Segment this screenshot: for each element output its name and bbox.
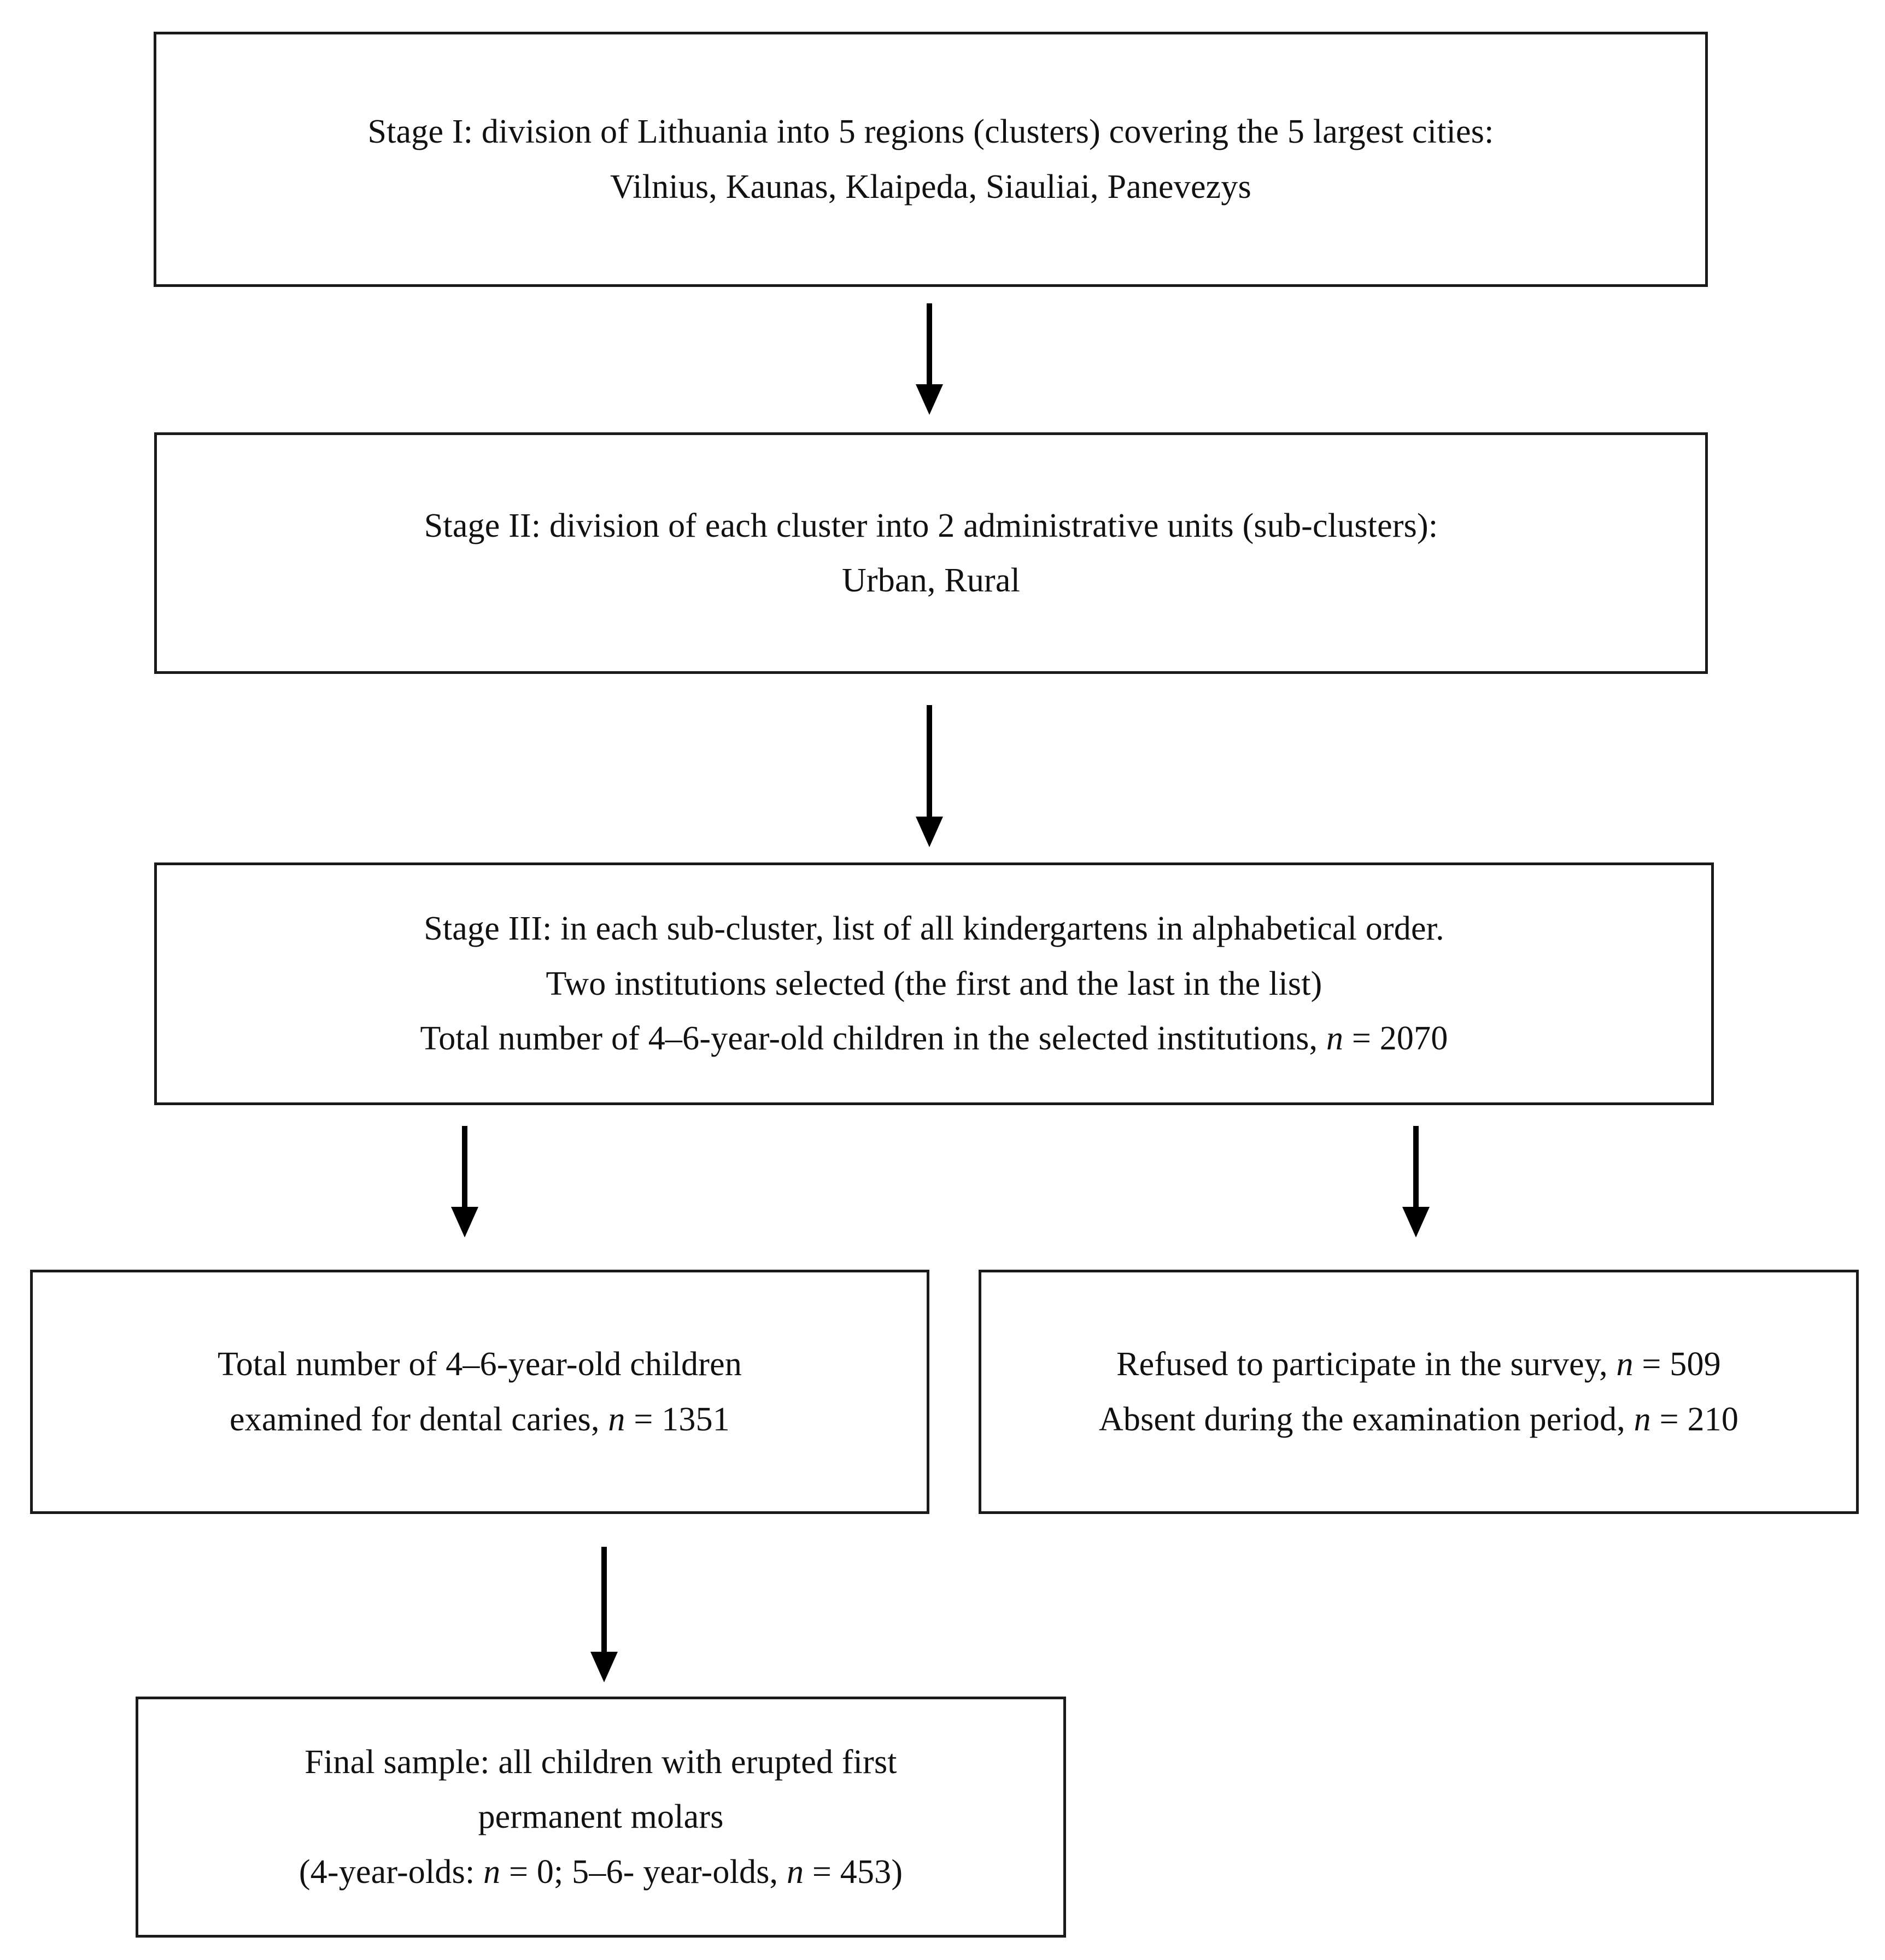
excluded-children-text: Refused to participate in the survey, n … [1098,1346,1739,1438]
arrow-stage3-to-excluded [1400,1126,1432,1239]
final-sample-box: Final sample: all children with erupted … [136,1697,1066,1938]
arrow-stage3-to-examined [448,1126,481,1239]
excluded-children-box: Refused to participate in the survey, n … [979,1270,1859,1514]
stage-one-box: Stage I: division of Lithuania into 5 re… [154,32,1708,287]
stage-three-box: Stage III: in each sub-cluster, list of … [154,862,1714,1105]
arrow-stage1-to-stage2 [913,303,946,416]
stage-two-box: Stage II: division of each cluster into … [154,432,1708,674]
stage-one-text: Stage I: division of Lithuania into 5 re… [367,113,1494,206]
arrow-stage2-to-stage3 [913,705,946,848]
stage-three-text: Stage III: in each sub-cluster, list of … [420,910,1448,1058]
final-sample-text: Final sample: all children with erupted … [298,1743,903,1891]
arrow-examined-to-final [588,1547,620,1683]
stage-two-text: Stage II: division of each cluster into … [424,507,1438,599]
